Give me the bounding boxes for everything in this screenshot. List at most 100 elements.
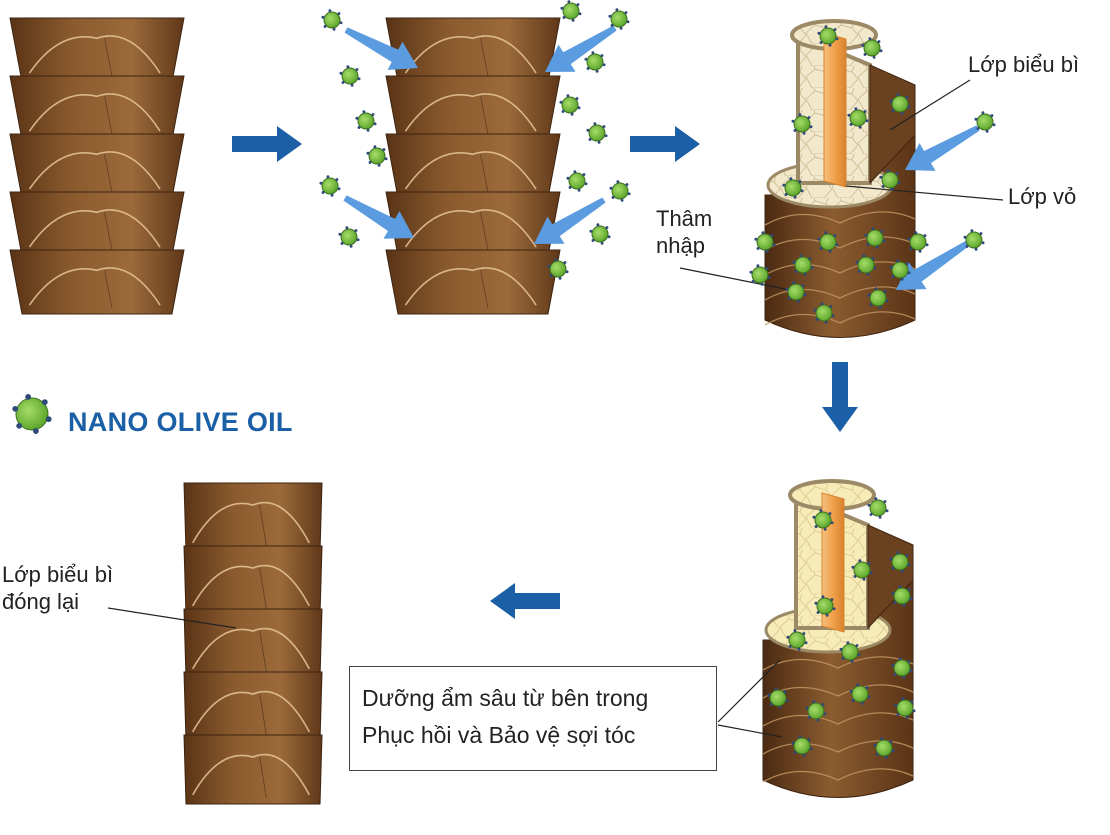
- particle-node: [782, 183, 786, 187]
- nano-particle-icon: [873, 737, 895, 759]
- particle-node: [792, 260, 796, 264]
- particle-node: [898, 657, 902, 661]
- particle-node: [789, 177, 793, 181]
- nano-particle-icon: [319, 175, 341, 197]
- particle-node: [910, 700, 914, 703]
- particle-core: [881, 171, 899, 189]
- medulla-core: [823, 32, 847, 188]
- particle-core: [794, 256, 812, 274]
- particle-core: [875, 739, 893, 757]
- particle-core: [896, 699, 914, 717]
- nano-particle-icon: [366, 145, 388, 167]
- particle-core: [893, 659, 911, 677]
- particle-node: [970, 229, 974, 233]
- particle-node: [362, 110, 366, 114]
- nano-particle-icon: [839, 641, 861, 663]
- particle-node: [979, 232, 983, 235]
- particle-node: [354, 229, 358, 232]
- particle-node: [323, 25, 327, 28]
- particle-node: [791, 741, 795, 745]
- particle-node: [867, 562, 871, 565]
- particle-node: [816, 718, 820, 722]
- particle-node: [786, 635, 790, 639]
- particle-node: [854, 107, 858, 111]
- particle-node: [809, 125, 813, 129]
- scale-curve: [762, 768, 914, 783]
- scale-edge-line: [192, 627, 310, 670]
- particle-node: [896, 259, 900, 263]
- particle-node: [902, 675, 906, 679]
- particle-node: [835, 37, 839, 41]
- cuticle-scale: [9, 249, 185, 315]
- particle-node: [862, 577, 866, 581]
- particle-node: [877, 40, 881, 43]
- particle-core: [788, 631, 806, 649]
- particle-node: [829, 305, 833, 308]
- particle-node: [337, 12, 341, 15]
- particle-node: [865, 686, 869, 689]
- scale-crack-line: [480, 96, 489, 135]
- particle-node: [16, 423, 23, 429]
- particle-node: [981, 111, 985, 115]
- scale-edge-line: [404, 209, 537, 248]
- particle-node: [785, 287, 789, 291]
- particle-node: [584, 182, 588, 186]
- particle-node: [558, 276, 562, 280]
- particle-node: [832, 607, 836, 611]
- scale-curve: [764, 261, 916, 276]
- particle-node: [41, 399, 48, 405]
- particle-node: [855, 644, 859, 647]
- particle-node: [345, 226, 349, 230]
- particle-node: [855, 260, 859, 264]
- cuticle-scale: [385, 17, 561, 83]
- particle-node: [567, 0, 571, 4]
- particle-node: [330, 193, 334, 197]
- particle-node: [862, 254, 866, 258]
- cuticle-scale: [385, 75, 561, 141]
- particle-node: [800, 189, 804, 193]
- scale-crack-line: [480, 154, 489, 193]
- particle-node: [907, 563, 911, 567]
- particle-node: [373, 122, 377, 126]
- particle-node: [809, 747, 813, 751]
- particle-node: [856, 683, 860, 687]
- particle-core: [891, 553, 909, 571]
- cuticle-label: Lớp biểu bì: [968, 52, 1080, 77]
- cuticle-side-face: [869, 64, 916, 185]
- particle-node: [914, 231, 918, 235]
- particle-node: [851, 565, 855, 569]
- particle-node: [898, 585, 902, 589]
- nano-particle-icon: [891, 585, 913, 607]
- particle-node: [867, 503, 871, 507]
- particle-node: [849, 689, 853, 693]
- scale-edge-line: [404, 93, 537, 132]
- particle-node: [769, 703, 773, 706]
- scale-curve: [762, 656, 914, 671]
- particle-node: [812, 700, 816, 704]
- particle-node: [963, 235, 967, 239]
- particle-node: [602, 125, 606, 128]
- particle-node: [615, 8, 619, 12]
- particle-node: [341, 81, 345, 84]
- particle-node: [890, 187, 894, 191]
- particle-node: [624, 11, 628, 14]
- nano-particle-icon: [566, 170, 588, 192]
- particle-node: [823, 527, 827, 531]
- particle-core: [869, 289, 887, 307]
- particle-node: [869, 303, 873, 306]
- nano-particle-icon: [791, 735, 813, 757]
- cuticle-scale: [183, 482, 323, 553]
- nano-particle-icon: [321, 9, 343, 31]
- particle-node: [784, 193, 788, 196]
- particle-node: [772, 243, 776, 247]
- particle-node: [889, 740, 893, 743]
- particle-node: [578, 12, 582, 16]
- particle-node: [909, 597, 913, 601]
- particle-node: [563, 261, 567, 264]
- scale-edge-line: [404, 151, 537, 190]
- cuticle-scale: [385, 133, 561, 199]
- particle-node: [965, 245, 969, 248]
- particle-node: [831, 314, 835, 318]
- nano-particle-icon: [889, 551, 911, 573]
